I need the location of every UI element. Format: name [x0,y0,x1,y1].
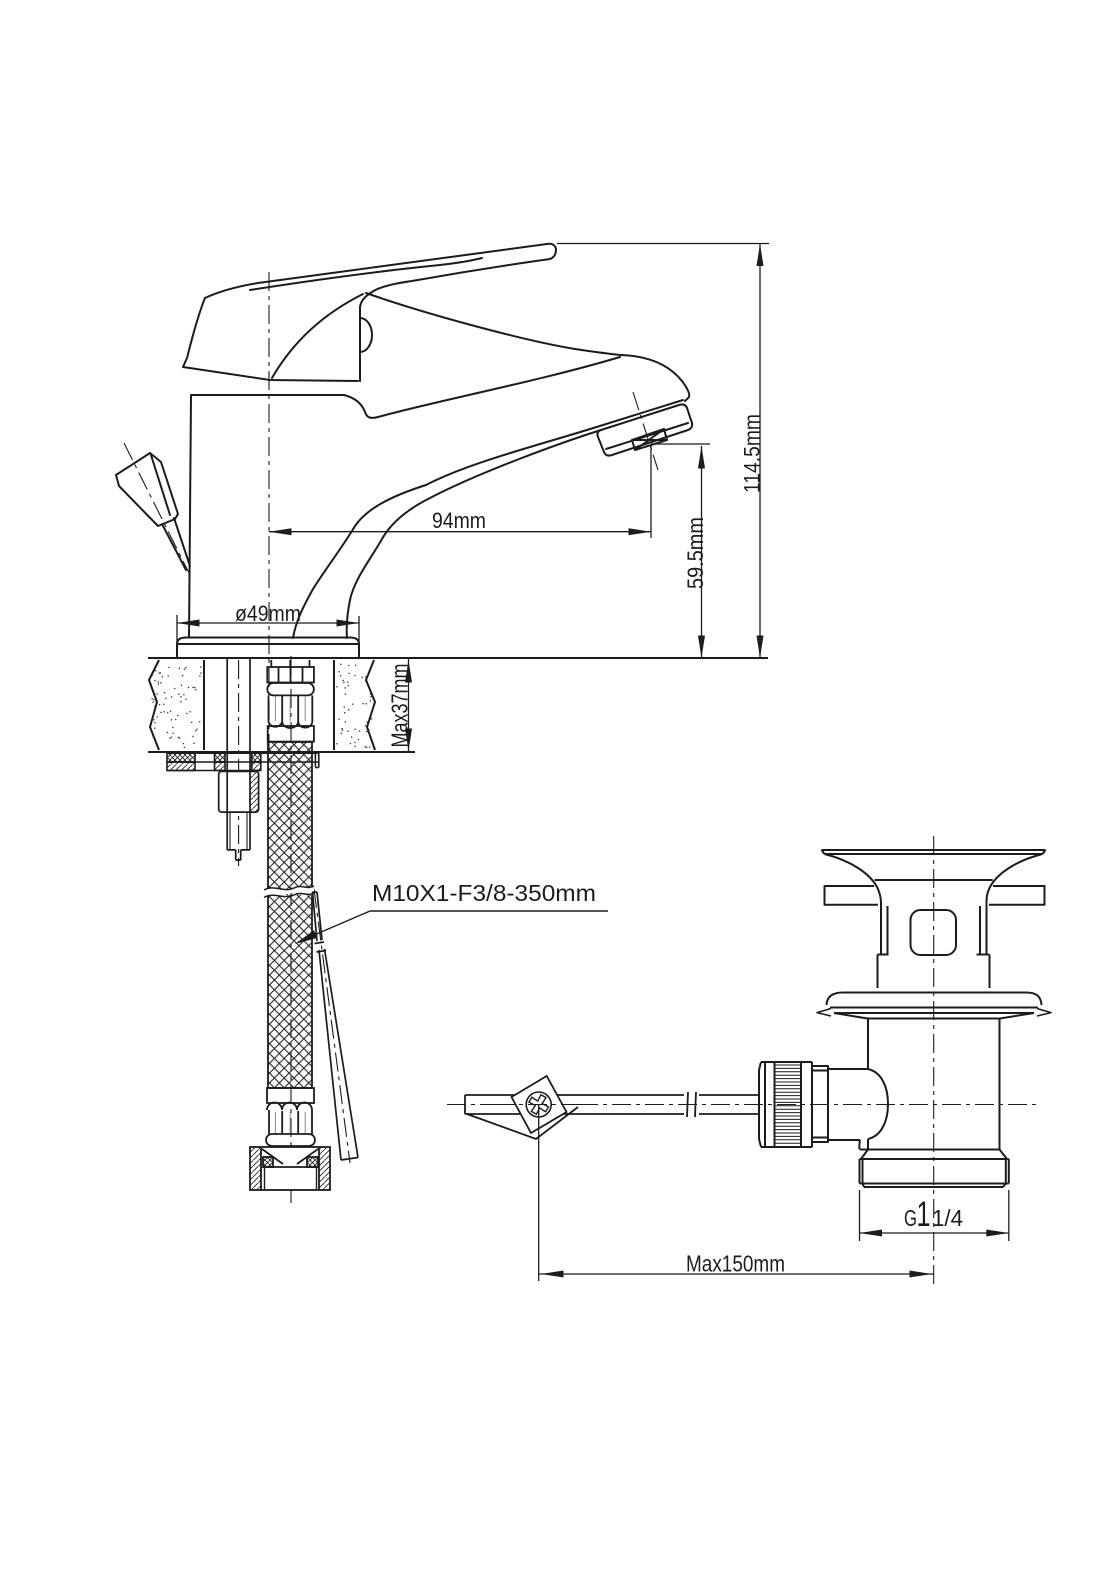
svg-text:G: G [904,1205,917,1231]
svg-text:1: 1 [917,1195,931,1234]
svg-text:94mm: 94mm [432,508,486,533]
svg-text:59.5mm: 59.5mm [683,517,708,589]
svg-text:1/4: 1/4 [932,1205,963,1231]
svg-text:Max150mm: Max150mm [686,1251,785,1277]
svg-text:ø49mm: ø49mm [235,601,301,626]
svg-text:Max37mm: Max37mm [387,664,413,748]
svg-text:M10X1-F3/8-350mm: M10X1-F3/8-350mm [372,880,596,906]
svg-text:114.5mm: 114.5mm [740,414,765,493]
